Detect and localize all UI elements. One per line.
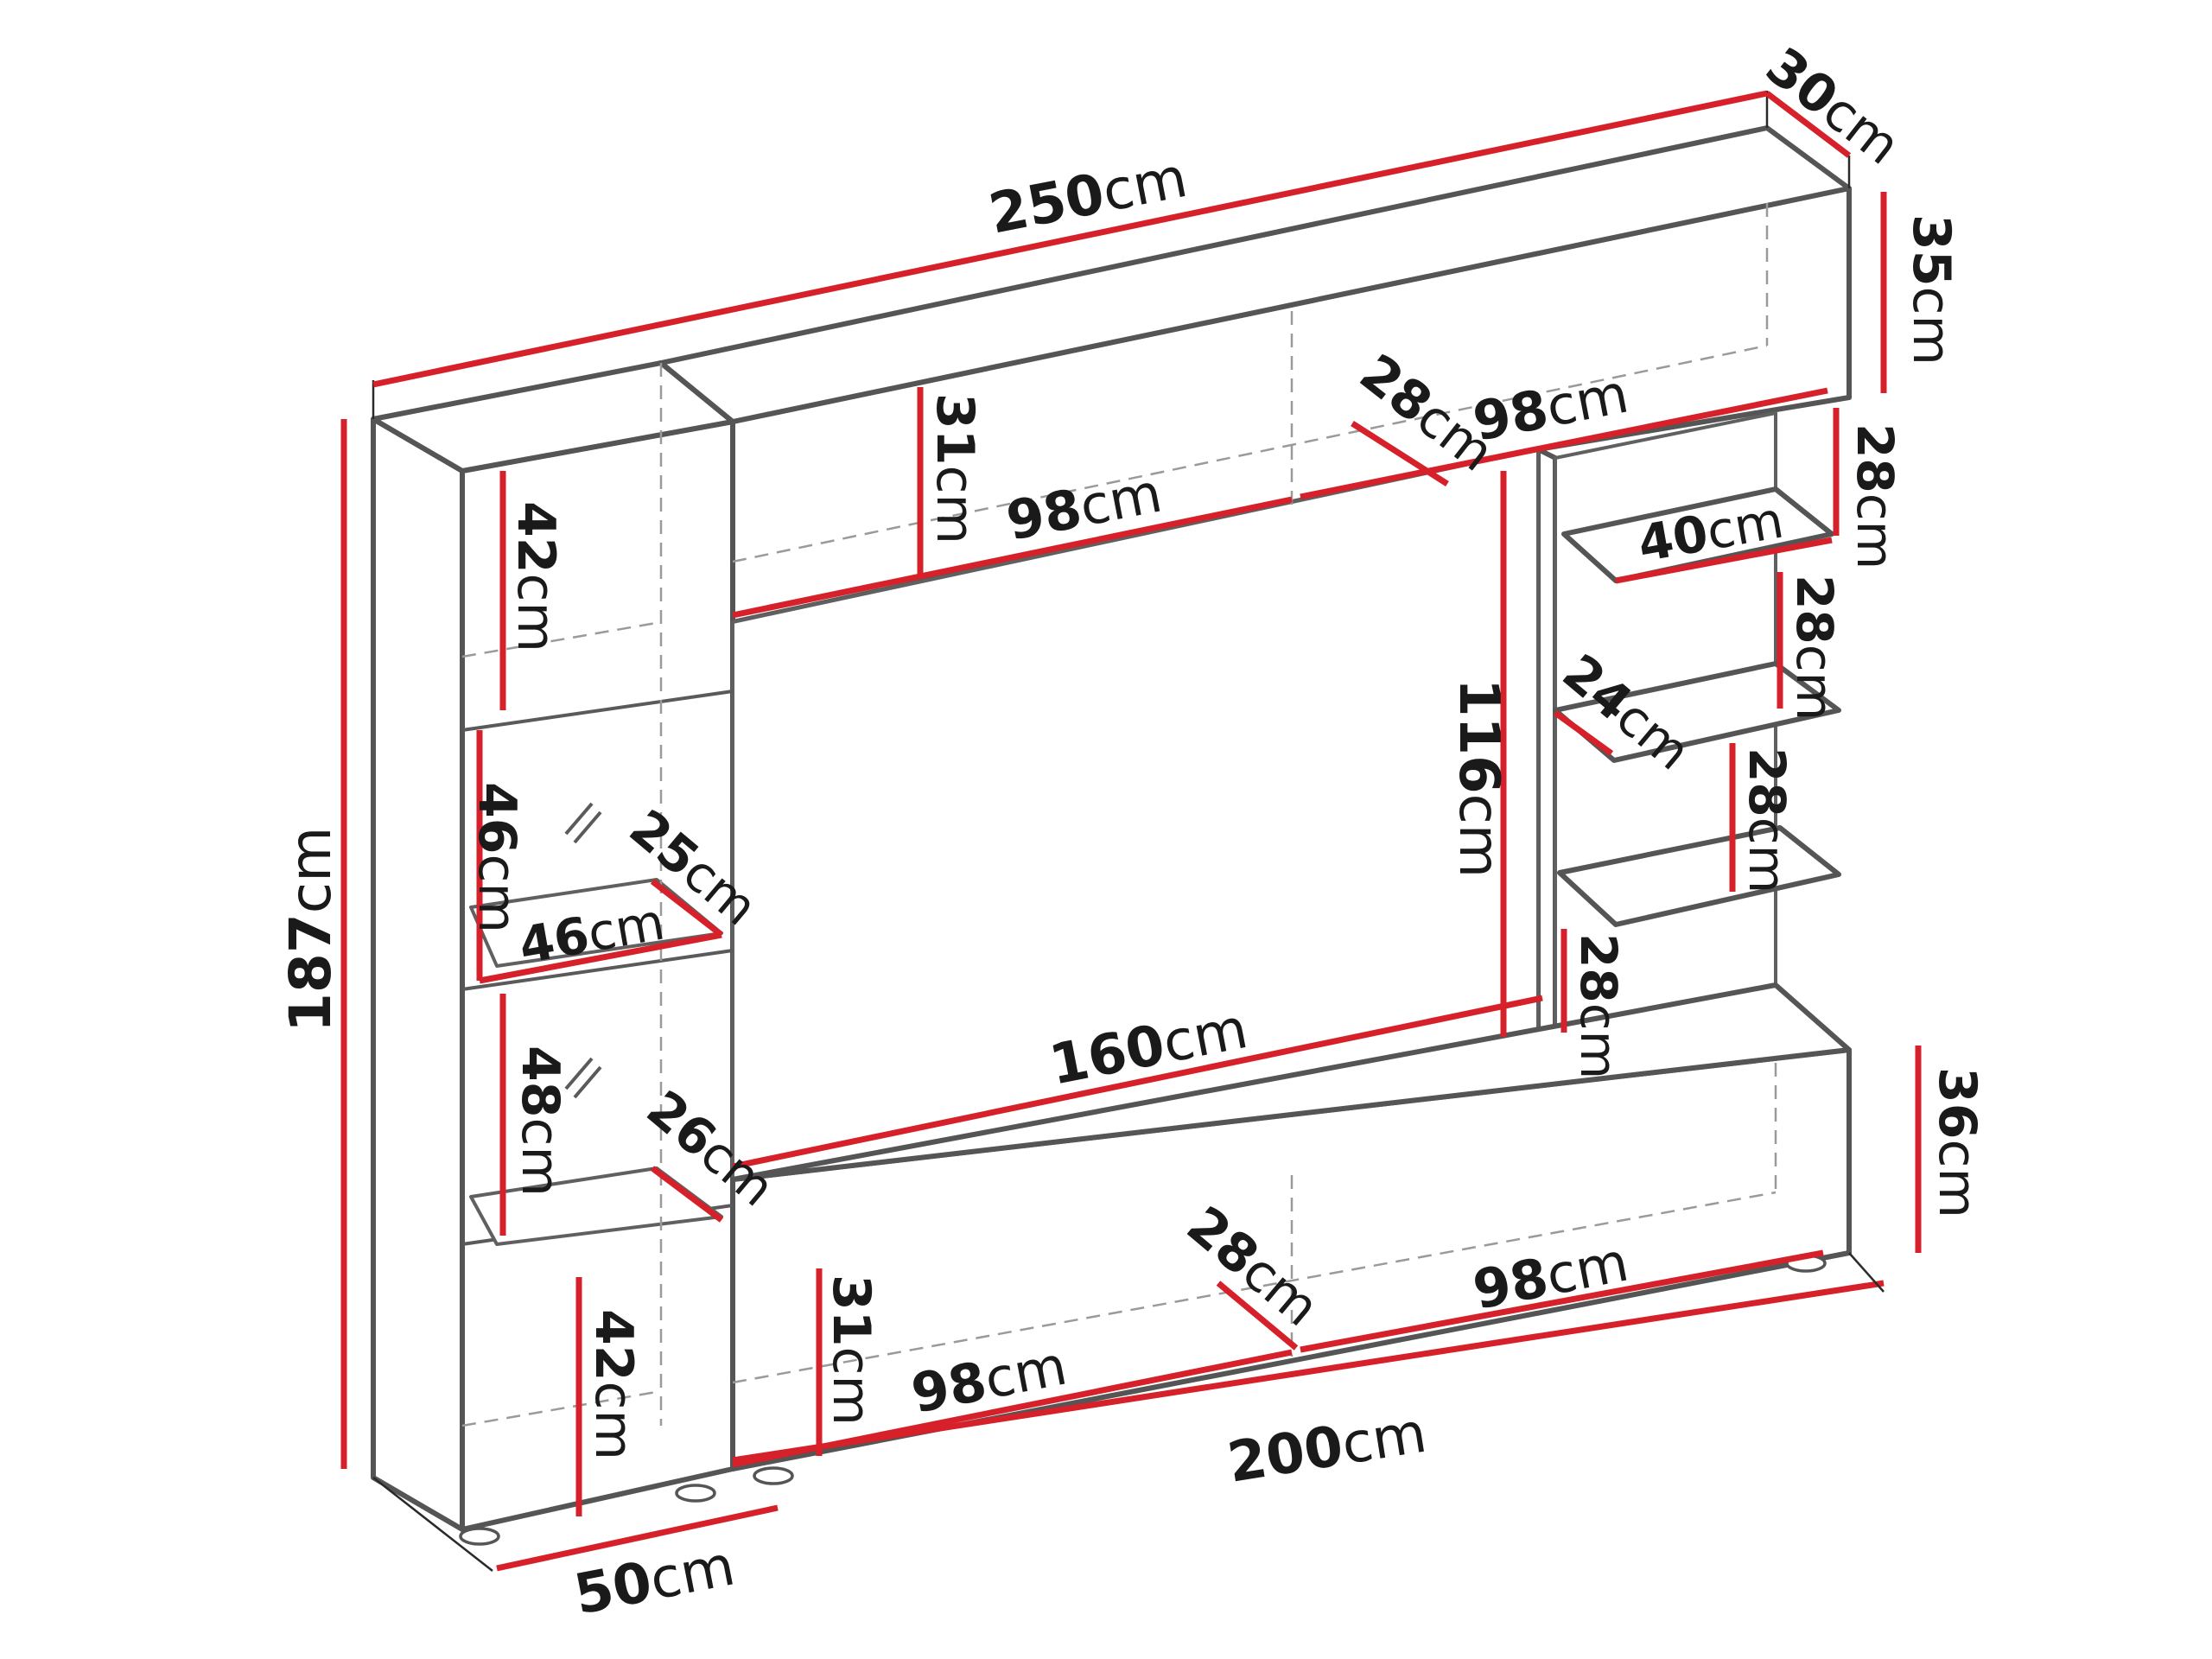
glass-reflection-lower	[564, 1057, 594, 1090]
furniture-outline	[371, 125, 1852, 1546]
bench-back-line	[732, 1191, 1777, 1384]
label-tv-bench-height: 36cm	[1927, 1067, 1987, 1218]
label-top-right-compartment-width: 98cm	[1468, 362, 1633, 454]
label-bench-left-compartment-width: 98cm	[906, 1334, 1071, 1426]
glass-reflection-lower-2	[573, 1065, 602, 1099]
label-tower-top-shelf-height: 42cm	[505, 501, 566, 652]
dim-line-overall-depth	[1764, 91, 1852, 158]
label-overall-height: 187cm	[277, 827, 344, 1033]
label-top-right-height: 35cm	[1901, 214, 1961, 365]
label-tower-shelf-width: 46cm	[515, 892, 669, 975]
label-bench-right-compartment-width: 98cm	[1468, 1230, 1633, 1322]
dim-line-wall-shelf-depth	[1553, 710, 1614, 756]
foot-3	[753, 1466, 794, 1485]
dim-line-tower-shelf-depth-upper	[650, 879, 724, 938]
dim-line-side-depth	[496, 1504, 779, 1572]
tower-bottom-back	[461, 1389, 662, 1427]
label-wall-shelf-gap-3: 28cm	[1738, 747, 1796, 893]
dim-line-bench-right-width	[1300, 1249, 1824, 1353]
dim-line-tower-shelf-width	[479, 931, 722, 984]
wall-shelf-bottom	[1557, 825, 1841, 927]
label-wall-shelf-width: 40cm	[1634, 490, 1788, 573]
label-wall-shelf-gap-4: 28cm	[1569, 933, 1628, 1079]
dim-line-bench-left-width	[732, 1349, 1293, 1468]
label-wall-shelf-gap-1: 28cm	[1846, 423, 1904, 569]
label-base-width: 200cm	[1224, 1402, 1431, 1496]
dim-line-top-left-width	[732, 496, 1293, 619]
label-wall-shelf-gap-2: 28cm	[1785, 575, 1844, 721]
label-side-depth: 50cm	[569, 1534, 740, 1627]
label-overall-width: 250cm	[984, 146, 1192, 247]
label-tv-opening-height: 116cm	[1446, 678, 1510, 878]
tower-top-back	[461, 620, 662, 658]
dimension-lines	[340, 90, 1922, 1572]
label-tower-glass-upper-height: 46cm	[467, 782, 527, 933]
wall-shelf-top	[1561, 486, 1834, 583]
foot-1	[459, 1527, 500, 1546]
label-top-compartment-height: 31cm	[925, 393, 985, 544]
tower-shelf-1	[461, 690, 734, 732]
tv-frame-right-upright	[1535, 447, 1558, 1048]
ext-base-right	[1848, 1252, 1885, 1293]
tower-shelf-2	[461, 949, 734, 991]
dim-line-tower-shelf-depth-lower	[650, 1166, 724, 1223]
label-top-left-compartment-width: 98cm	[1001, 461, 1166, 553]
glass-reflection-upper	[564, 802, 594, 836]
tv-bench-top	[730, 982, 1852, 1182]
dim-line-wall-shelf-width	[1615, 537, 1833, 584]
dim-line-overall-width	[372, 90, 1768, 388]
dim-line-tv-opening-width	[732, 995, 1543, 1170]
dim-line-top-right-width	[1300, 387, 1828, 500]
bridge-back-line-1	[732, 344, 1768, 563]
dim-line-base-width	[732, 1280, 1885, 1464]
label-tower-bottom-height: 42cm	[583, 1309, 644, 1460]
ext-side-depth	[372, 1477, 493, 1572]
glass-reflection-upper-2	[573, 810, 602, 844]
tower-side-panel	[371, 416, 465, 1532]
foot-2	[675, 1484, 716, 1503]
label-bench-compartment-height: 31cm	[821, 1274, 881, 1426]
label-tower-glass-lower-height: 48cm	[510, 1046, 570, 1197]
dim-line-bench-depth	[1216, 1281, 1299, 1351]
dim-line-top-depth	[1351, 421, 1449, 486]
